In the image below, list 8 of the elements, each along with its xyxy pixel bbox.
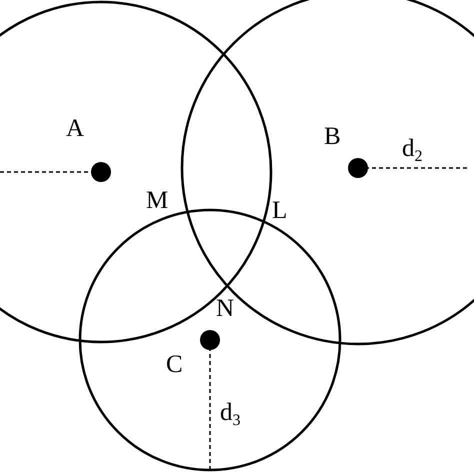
distance-label: d$_{3}$ bbox=[220, 400, 240, 425]
point-label: C bbox=[166, 352, 183, 377]
point-label: L bbox=[272, 198, 288, 223]
point-label: M bbox=[146, 188, 168, 213]
point-label: B bbox=[324, 124, 341, 149]
point-label: A bbox=[66, 116, 84, 141]
distance-label: d$_{2}$ bbox=[402, 136, 422, 161]
point-label: N bbox=[216, 296, 234, 321]
